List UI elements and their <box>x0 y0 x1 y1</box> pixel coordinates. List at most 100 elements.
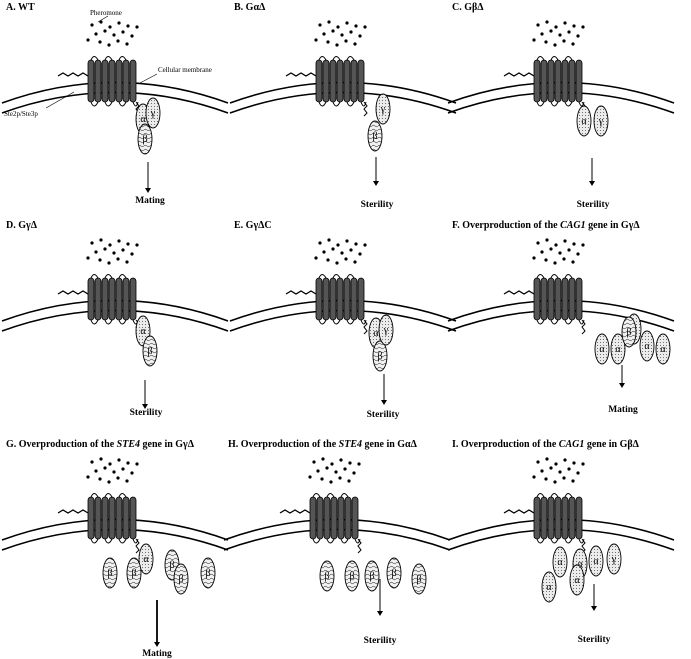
pheromone-dot <box>135 462 139 466</box>
subunit-label: α <box>660 344 666 355</box>
pheromone-dot <box>348 461 352 465</box>
panel-diagram: βγ <box>229 20 457 186</box>
receptor-helix <box>122 59 130 103</box>
receptor-helix <box>94 277 102 321</box>
pheromone-dot <box>532 256 536 260</box>
subunit-label: β <box>391 568 396 579</box>
subunit-label: β <box>324 571 329 582</box>
subunit-label: α <box>140 114 146 125</box>
g-protein-subunit: α <box>569 564 585 596</box>
subunit-ellipse <box>364 560 380 592</box>
panel-letter: B. <box>234 2 246 13</box>
pheromone-dot <box>553 43 557 47</box>
title-text: GγΔ <box>18 220 37 231</box>
pheromone-dot <box>572 242 576 246</box>
pheromone-dot <box>544 477 548 481</box>
pheromone-pointer <box>97 15 109 23</box>
receptor-helix <box>101 277 109 321</box>
g-protein-subunit: γ <box>606 543 622 575</box>
pheromone-dot <box>567 248 571 252</box>
pheromone-dot <box>553 261 557 265</box>
pheromone-dot <box>112 470 116 474</box>
subunit-label: α <box>644 341 650 352</box>
receptor-helix <box>322 277 330 321</box>
subunit-ellipse <box>367 120 383 152</box>
receptor-helix <box>129 277 137 321</box>
title-text: GγΔC <box>245 220 272 231</box>
receptor-loops <box>312 538 361 544</box>
receptor-tail <box>285 72 317 77</box>
pheromone-dot <box>94 32 98 36</box>
subunit-ellipse <box>344 560 360 592</box>
pheromone-dot <box>108 25 112 29</box>
pheromone-dot <box>545 457 549 461</box>
panel-diagram: αβ <box>1 238 229 409</box>
phenotype-outcome: Sterility <box>129 408 163 418</box>
receptor-outer-loops <box>312 493 349 498</box>
pheromone-dot <box>331 247 335 251</box>
pheromone-dot <box>544 40 548 44</box>
receptor-helix <box>561 496 569 540</box>
panel-title: B. GαΔ <box>234 2 265 13</box>
panel-letter: D. <box>6 220 19 231</box>
subunit-ellipse <box>137 123 153 155</box>
panel-f: αααβααF. Overproduction of the CAG1 gene… <box>446 218 676 436</box>
pheromone-dot <box>125 260 129 264</box>
receptor-outer-loops <box>90 493 127 498</box>
pheromone-label: Pheromone <box>90 9 122 17</box>
pheromone-dot <box>336 25 340 29</box>
receptor-helix <box>547 277 555 321</box>
pheromone-dot <box>86 256 90 260</box>
title-text: GαΔ <box>245 2 266 13</box>
pheromone-dot <box>353 42 357 46</box>
pheromone-dot <box>135 25 139 29</box>
panel-title: H. Overproduction of the STE4 gene in Gα… <box>228 439 417 450</box>
receptor-helix <box>554 496 562 540</box>
subunit-ellipse <box>126 557 142 589</box>
receptor-loops <box>90 538 139 544</box>
receptor-helix <box>344 496 352 540</box>
subunit-label: γ <box>611 554 617 565</box>
signal-arrow-head <box>589 181 595 186</box>
pheromone-dot <box>558 33 562 37</box>
receptor-helix <box>87 496 95 540</box>
pheromone-dot <box>99 457 103 461</box>
receptor-c-tail <box>357 538 362 554</box>
pheromone-dot <box>108 243 112 247</box>
phenotype-outcome: Sterility <box>360 200 394 210</box>
subunit-label: β <box>372 131 377 142</box>
pheromone-dot <box>576 252 580 256</box>
receptor-helix <box>561 277 569 321</box>
receptor-helix <box>547 496 555 540</box>
receptor-helix <box>568 277 576 321</box>
pheromone-dot <box>99 20 103 24</box>
receptor-helix <box>575 496 583 540</box>
pheromone-dot <box>352 471 356 475</box>
subunit-ellipse <box>569 564 585 596</box>
subunit-ellipse <box>138 543 154 575</box>
receptor-helix <box>336 277 344 321</box>
pheromone-dot <box>103 29 107 33</box>
panel-title: I. Overproduction of the CAG1 gene in Gβ… <box>452 439 639 450</box>
pheromone-dot <box>549 466 553 470</box>
pheromone-dot <box>363 243 367 247</box>
pheromone-dot <box>558 251 562 255</box>
pheromone-dot <box>581 462 585 466</box>
g-protein-subunit: γ <box>593 105 609 137</box>
receptor-helix <box>108 277 116 321</box>
g-protein-subunit: α <box>541 571 557 603</box>
g-protein-subunit: β <box>344 560 360 592</box>
receptor-helix <box>330 496 338 540</box>
g-protein-subunit: β <box>200 557 216 589</box>
pheromone-dot <box>563 21 567 25</box>
subunit-label: β <box>131 568 136 579</box>
subunit-label: β <box>626 327 631 338</box>
subunit-ellipse <box>576 105 592 137</box>
pheromone-dot <box>308 475 312 479</box>
